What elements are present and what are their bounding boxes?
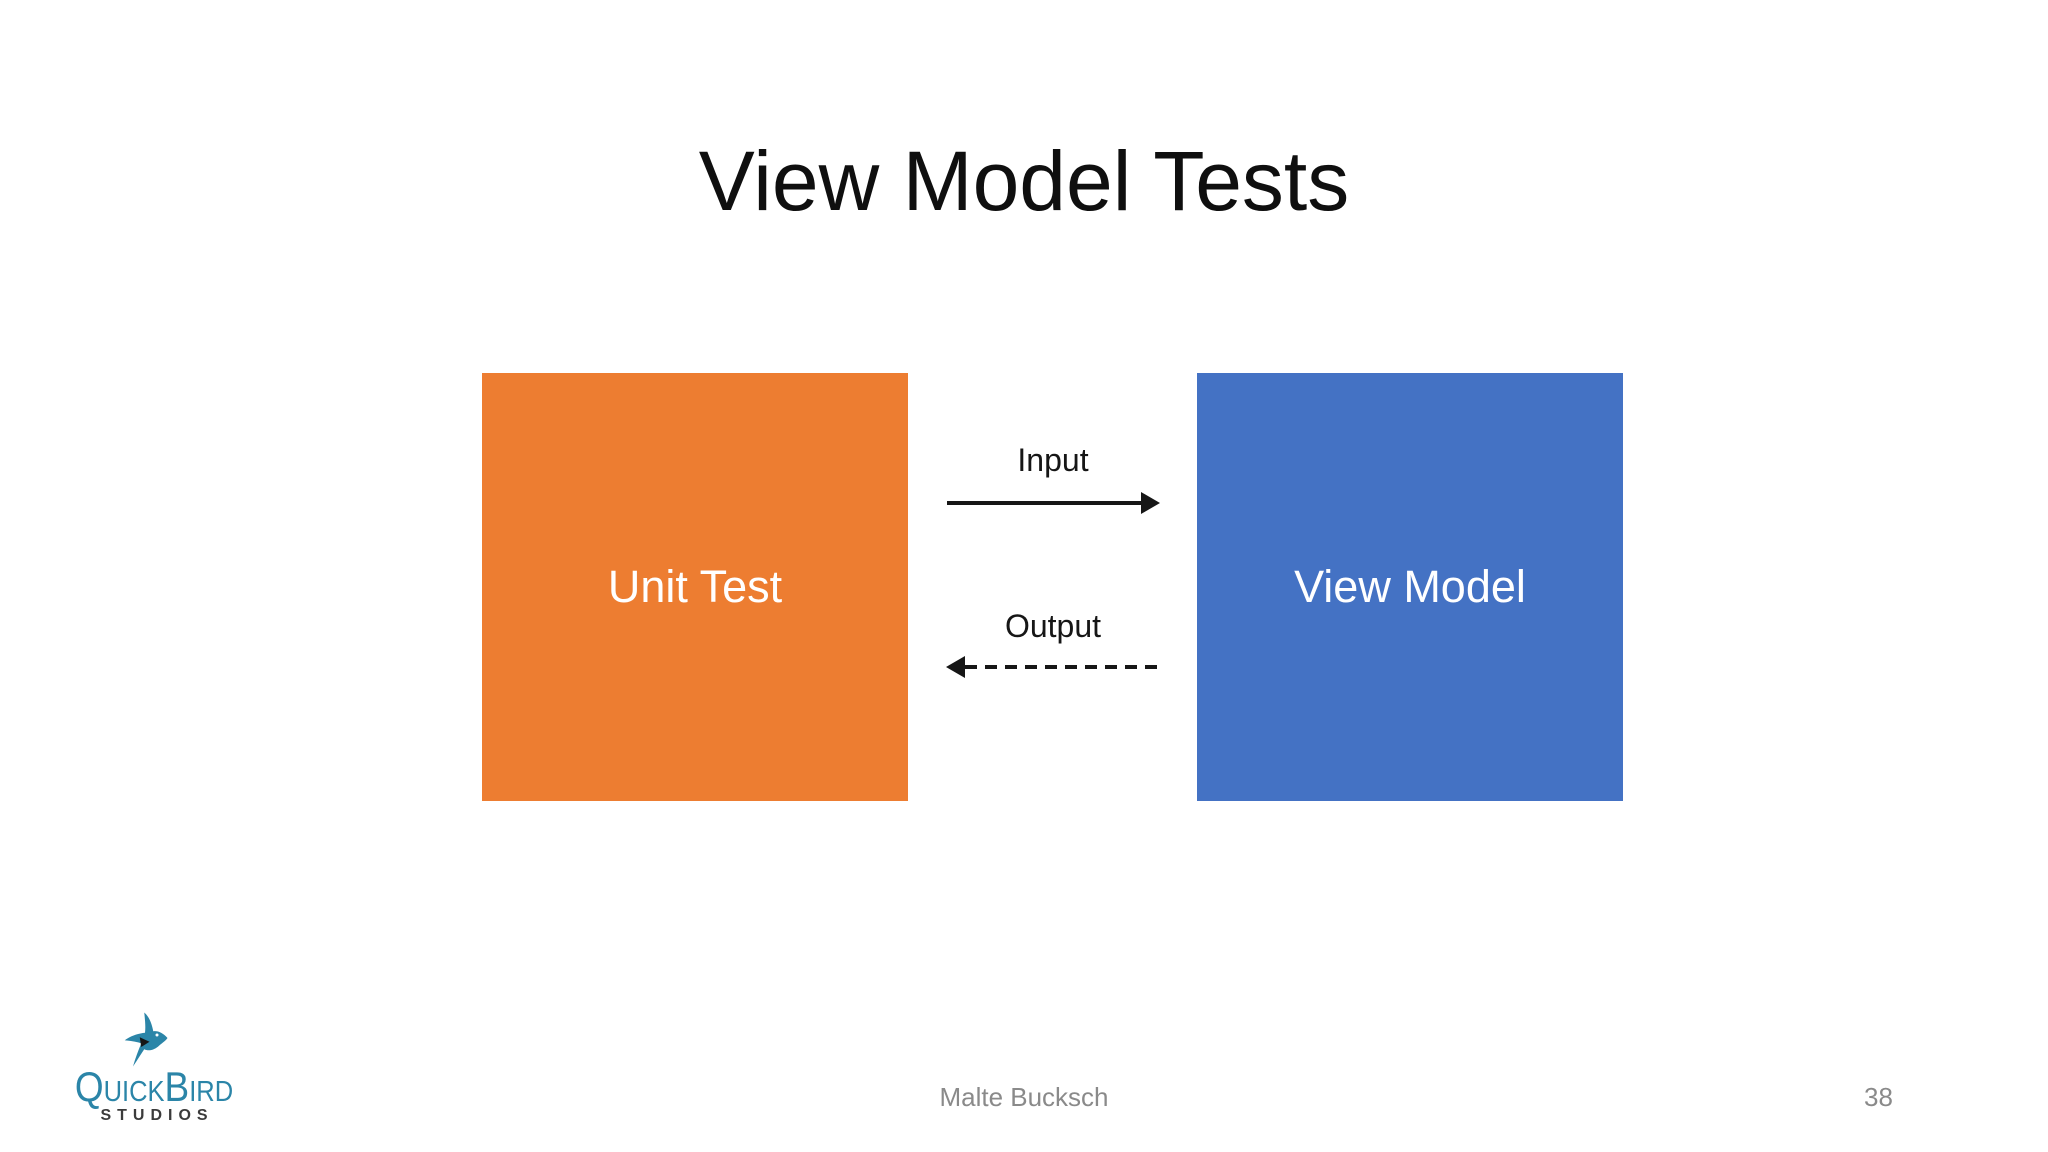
footer-author: Malte Bucksch <box>939 1082 1109 1112</box>
quickbird-logo: QuickBird STUDIOS <box>55 1012 253 1125</box>
slide-title: View Model Tests <box>698 134 1350 228</box>
output-arrowhead-icon <box>946 656 965 678</box>
unit-test-box: Unit Test <box>482 373 908 801</box>
input-arrowhead-icon <box>1141 492 1160 514</box>
logo-brand-text: QuickBird <box>74 1063 234 1110</box>
unit-test-label: Unit Test <box>607 561 783 612</box>
page-number: 38 <box>1864 1082 1893 1112</box>
swallow-bird-icon <box>124 1012 168 1067</box>
input-arrow-label: Input <box>1017 442 1089 478</box>
view-model-label: View Model <box>1294 561 1526 612</box>
output-arrow-label: Output <box>1004 608 1102 644</box>
logo-sub-text: STUDIOS <box>100 1107 214 1124</box>
view-model-box: View Model <box>1197 373 1623 801</box>
input-arrow-line <box>947 501 1143 505</box>
output-arrow-line <box>965 665 1158 669</box>
